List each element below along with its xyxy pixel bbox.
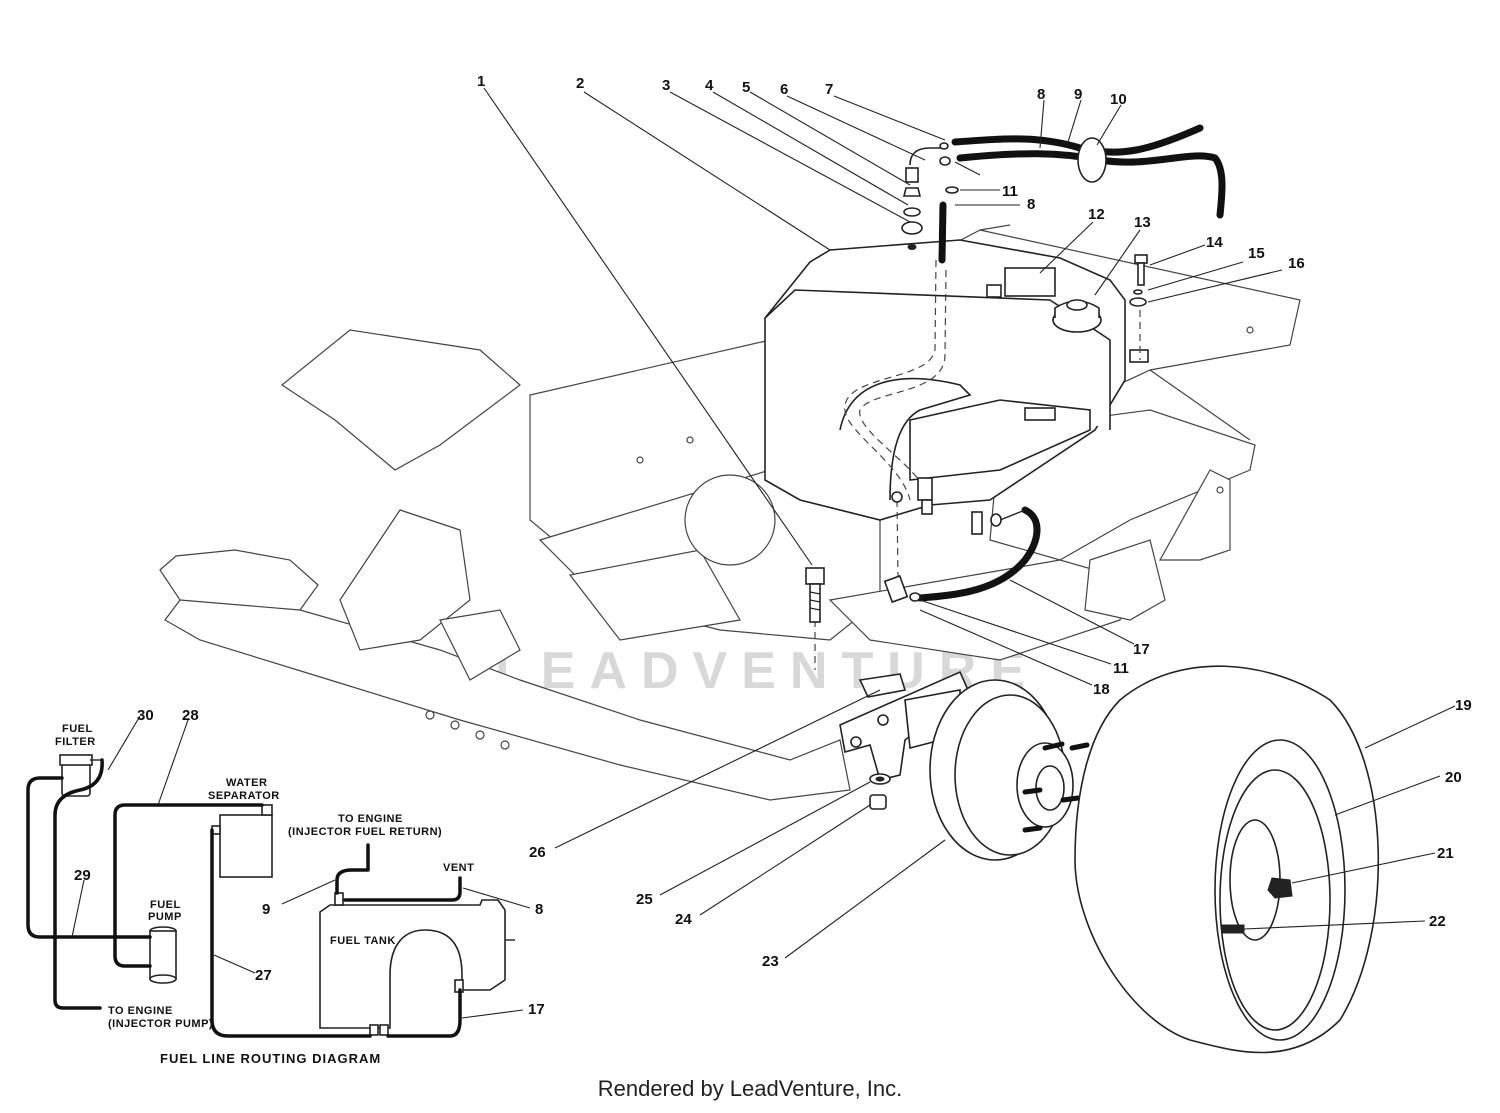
callout-19: 19	[1455, 697, 1472, 714]
fuel-line-routing-diagram: FUEL FILTER WATER SEPARATOR FUEL PUMP FU…	[26, 707, 545, 1066]
callout-9: 9	[1074, 86, 1082, 103]
fuel-pump-label-line1: FUEL	[150, 899, 181, 911]
callout-11-top: 11	[1002, 183, 1018, 200]
fuel-pump-label-line2: PUMP	[148, 911, 182, 923]
routing-callout-8: 8	[535, 901, 543, 918]
callout-8-top: 8	[1027, 196, 1035, 213]
callout-8: 8	[1037, 86, 1045, 103]
callout-3: 3	[662, 77, 670, 94]
fuel-pump	[149, 930, 177, 980]
to-engine-pump-line1: TO ENGINE	[108, 1005, 173, 1017]
callout-1: 1	[477, 73, 485, 90]
footer-credit: Rendered by LeadVenture, Inc.	[597, 1076, 903, 1101]
routing-callout-29: 29	[74, 867, 91, 884]
callout-10: 10	[1110, 91, 1127, 108]
mounting-bolt	[805, 567, 825, 623]
callout-2: 2	[576, 75, 584, 92]
tank-fittings	[883, 137, 1148, 604]
callout-26: 26	[529, 844, 546, 861]
callout-21: 21	[1437, 845, 1454, 862]
routing-callout-17: 17	[528, 1001, 545, 1018]
fuel-filter-label-line2: FILTER	[55, 736, 96, 748]
hidden-fuel-lines	[814, 259, 1141, 670]
routing-callout-28: 28	[182, 707, 199, 724]
to-engine-pump-line2: (INJECTOR PUMP)	[108, 1018, 213, 1030]
callout-4: 4	[705, 77, 714, 94]
callout-13: 13	[1134, 214, 1151, 231]
callout-24: 24	[675, 911, 692, 928]
callout-20: 20	[1445, 769, 1462, 786]
tank-decal-label	[1004, 267, 1056, 297]
to-engine-return-line1: TO ENGINE	[338, 813, 403, 825]
callout-11-bottom: 11	[1113, 660, 1129, 677]
callout-23: 23	[762, 953, 779, 970]
vent-label: VENT	[443, 862, 474, 874]
fuel-tank	[764, 239, 1149, 521]
routing-diagram-title: FUEL LINE ROUTING DIAGRAM	[160, 1051, 381, 1066]
callout-17: 17	[1133, 641, 1150, 658]
callout-15: 15	[1248, 245, 1265, 262]
callout-18: 18	[1093, 681, 1110, 698]
routing-fuel-tank-label: FUEL TANK	[330, 935, 396, 947]
to-engine-return-line2: (INJECTOR FUEL RETURN)	[288, 826, 442, 838]
routing-callout-9: 9	[262, 901, 270, 918]
fuel-filter-label-line1: FUEL	[62, 723, 93, 735]
tire-and-wheel	[1074, 665, 1380, 1054]
wheel-hub	[929, 679, 1090, 861]
water-separator-label-line2: SEPARATOR	[208, 790, 280, 802]
water-separator-label-line1: WATER	[226, 777, 267, 789]
callout-5: 5	[742, 79, 750, 96]
callout-6: 6	[780, 81, 788, 98]
callout-25: 25	[636, 891, 653, 908]
leader-lines	[483, 87, 1456, 959]
callout-22: 22	[1429, 913, 1446, 930]
routing-callout-30: 30	[137, 707, 154, 724]
callout-12: 12	[1088, 206, 1105, 223]
callout-14: 14	[1206, 234, 1223, 251]
callout-numbers: 1 2 3 4 5 6 7 8 9 10 11 8 12 13 14 15 16…	[477, 73, 1472, 970]
callout-16: 16	[1288, 255, 1305, 272]
routing-fuel-tank	[319, 899, 506, 1029]
routing-callout-27: 27	[255, 967, 272, 984]
water-separator	[219, 814, 273, 878]
callout-7: 7	[825, 81, 833, 98]
